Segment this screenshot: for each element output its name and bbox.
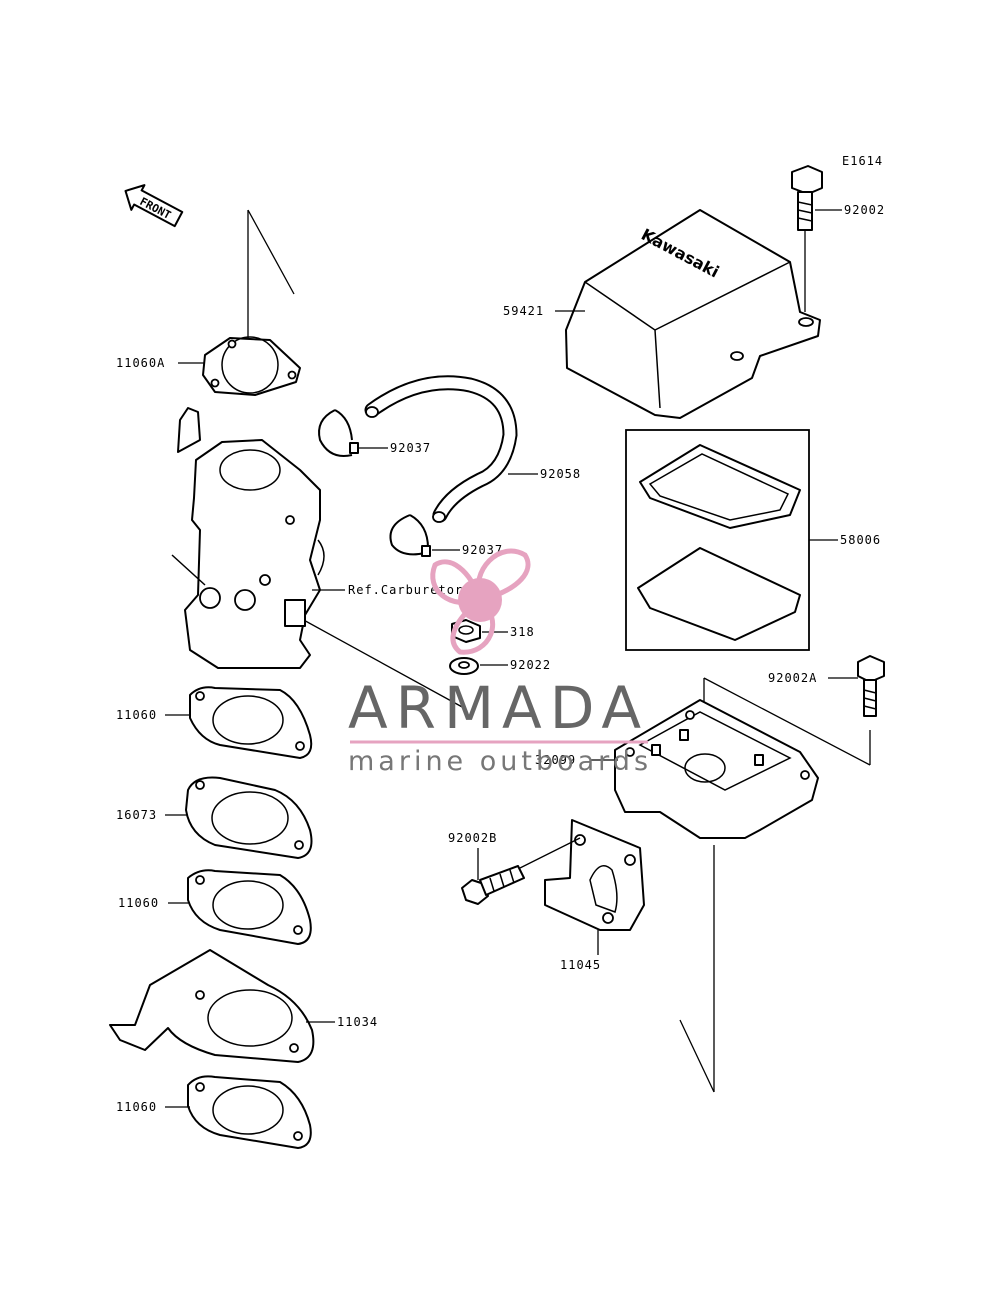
bolt-92002b — [461, 848, 525, 905]
armada-watermark: ARMADA marine outboards — [348, 548, 652, 777]
label-58006: 58006 — [840, 533, 881, 547]
watermark-name: ARMADA — [348, 674, 649, 742]
label-59421: 59421 — [503, 304, 544, 318]
label-11034: 11034 — [337, 1015, 378, 1029]
assembly-line-upper-left — [247, 209, 295, 295]
label-11060a: 11060A — [116, 356, 165, 370]
label-11060-lower: 11060 — [116, 1100, 157, 1114]
label-92002: 92002 — [844, 203, 885, 217]
cover-59421: Kawasaki — [555, 209, 821, 419]
front-arrow-icon: FRONT — [124, 184, 184, 228]
label-318: 318 — [510, 625, 535, 639]
gasket-11060-lower — [165, 1075, 312, 1149]
housing-32099 — [590, 699, 819, 839]
assembly-line-right — [703, 677, 871, 766]
label-32099: 32099 — [535, 753, 576, 767]
label-ref-carburetor: Ref.Carburetor — [348, 583, 463, 597]
label-11060-middle: 11060 — [118, 896, 159, 910]
gasket-11060-upper — [165, 686, 313, 759]
label-92037-lower: 92037 — [462, 543, 503, 557]
propeller-logo-icon — [430, 548, 531, 655]
label-92037-upper: 92037 — [390, 441, 431, 455]
diagram-code: E1614 — [842, 154, 883, 168]
bolt-92002 — [791, 165, 842, 312]
washer-92022 — [449, 657, 508, 675]
assembly-line-center — [299, 617, 465, 709]
label-16073: 16073 — [116, 808, 157, 822]
label-92002a: 92002A — [768, 671, 817, 685]
label-92058: 92058 — [540, 467, 581, 481]
clip-92037-upper — [318, 409, 388, 457]
insulator-16073 — [165, 776, 313, 859]
bracket-11045 — [519, 819, 645, 955]
gasket-11060-middle — [168, 869, 312, 945]
clip-92037-lower — [389, 514, 460, 557]
label-92022: 92022 — [510, 658, 551, 672]
label-11045: 11045 — [560, 958, 601, 972]
label-92002b: 92002B — [448, 831, 497, 845]
gasket-11060a — [178, 336, 301, 396]
bolt-92002a — [828, 655, 885, 717]
hose-92058 — [364, 375, 538, 523]
bracket-11034 — [109, 949, 335, 1063]
watermark-tagline: marine outboards — [348, 746, 652, 777]
assembly-line-lower-diag — [679, 1019, 715, 1093]
filter-set-58006 — [625, 429, 838, 651]
label-11060-upper: 11060 — [116, 708, 157, 722]
carburetor-assembly — [171, 407, 345, 669]
